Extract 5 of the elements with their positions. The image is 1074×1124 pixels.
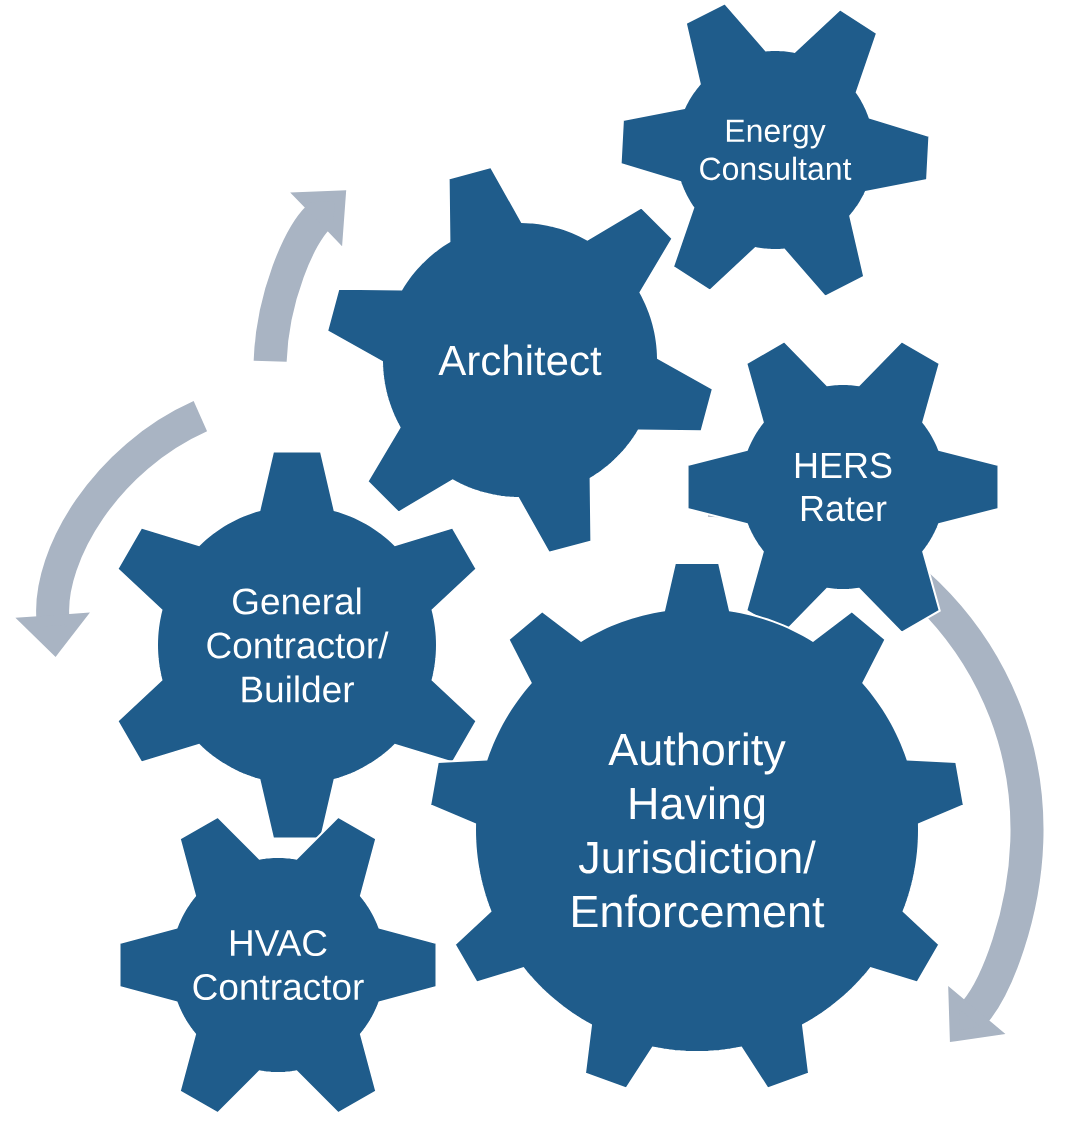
gear: General Contractor/ Builder [116,450,478,840]
gear: HERS Rater [686,340,1000,634]
gear: Energy Consultant [619,2,931,298]
gear: HVAC Contractor [118,815,438,1115]
gear: Authority Having Jurisdiction/ Enforcement [429,561,965,1090]
